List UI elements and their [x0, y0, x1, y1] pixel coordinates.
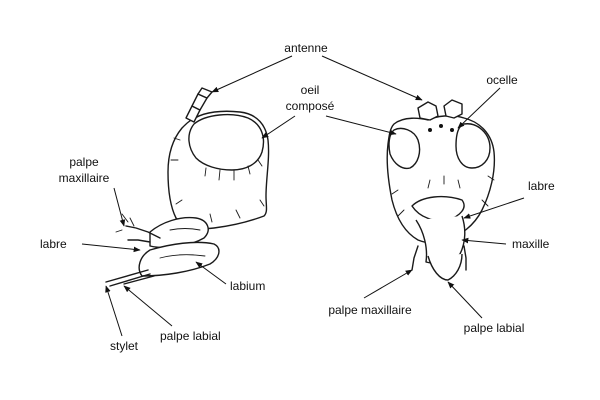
label-labre-left: labre: [40, 237, 67, 251]
leader-labium: [195, 261, 227, 285]
ocellus-median: [439, 124, 443, 128]
frontal-compound-eye-left: [388, 127, 421, 170]
frontal-maxillary-palp: [411, 245, 467, 271]
leader-antenne-right: [321, 55, 423, 101]
label-labium: labium: [230, 279, 265, 293]
label-palpe-maxillaire-right: palpe maxillaire: [328, 303, 412, 317]
leader-oeil-left: [261, 115, 296, 139]
leader-antenne-left: [211, 55, 293, 93]
leader-palpe-labial-left: [123, 285, 173, 327]
leader-labre-left: [81, 243, 141, 253]
frontal-compound-eye-right: [455, 123, 491, 169]
ocellus-left: [428, 128, 432, 132]
leader-stylet: [105, 285, 123, 337]
label-palpe-labial-left: palpe labial: [160, 329, 221, 343]
label-palpe-max-left-line2: maxillaire: [59, 171, 110, 185]
ocellus-right: [450, 128, 454, 132]
leader-palpe-max-left: [113, 187, 126, 227]
leader-labre-right: [463, 197, 525, 219]
label-palpe-max-left-line1: palpe: [69, 155, 99, 169]
frontal-labrum: [411, 195, 465, 222]
frontal-head-view: [386, 99, 496, 281]
frontal-antenna-left: [417, 101, 439, 121]
label-labre-right: labre: [528, 179, 555, 193]
leader-maxille: [461, 237, 507, 245]
frontal-labium: [427, 253, 463, 281]
lateral-head-view: [105, 87, 270, 287]
leader-oeil-right: [325, 115, 397, 136]
label-oeil-line1: oeil: [301, 83, 320, 97]
leader-palpe-labial-right: [447, 281, 483, 319]
lateral-labium: [138, 241, 220, 277]
label-antenne: antenne: [284, 41, 328, 55]
lateral-compound-eye: [188, 113, 265, 171]
labels: antenne oeil composé ocelle palpe maxill…: [40, 41, 555, 353]
lateral-maxillary-palp: [125, 225, 161, 243]
label-oeil-line2: composé: [286, 99, 335, 113]
lateral-stylet: [105, 269, 155, 287]
label-stylet: stylet: [110, 339, 139, 353]
leader-lines: [81, 55, 525, 337]
label-maxille: maxille: [512, 237, 550, 251]
leader-ocelle: [457, 87, 501, 129]
leader-palpe-max-right: [363, 269, 413, 299]
frontal-antenna-right: [443, 99, 463, 119]
label-palpe-labial-right: palpe labial: [464, 321, 525, 335]
label-ocelle: ocelle: [486, 73, 518, 87]
